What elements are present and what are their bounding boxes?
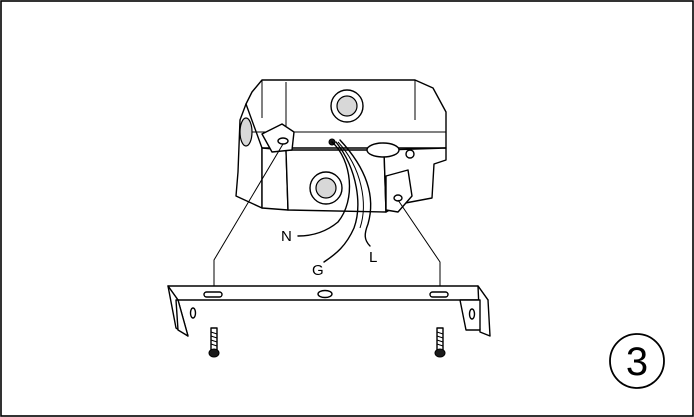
- wire-label-neutral: N: [281, 228, 292, 245]
- wires: [297, 139, 372, 263]
- live-wire: [339, 139, 372, 247]
- neutral-wire: [297, 141, 351, 237]
- ground-wire: [323, 141, 359, 263]
- wire-label-ground: G: [312, 262, 324, 279]
- alignment-lines: [213, 143, 441, 290]
- mounting-bracket: [167, 285, 491, 337]
- step-number-badge: 3: [609, 333, 665, 389]
- mounting-screw-left: [208, 327, 220, 358]
- wire-label-live: L: [369, 249, 377, 266]
- mounting-screw-right: [434, 327, 446, 358]
- step-number: 3: [626, 340, 648, 384]
- junction-box: [235, 79, 447, 213]
